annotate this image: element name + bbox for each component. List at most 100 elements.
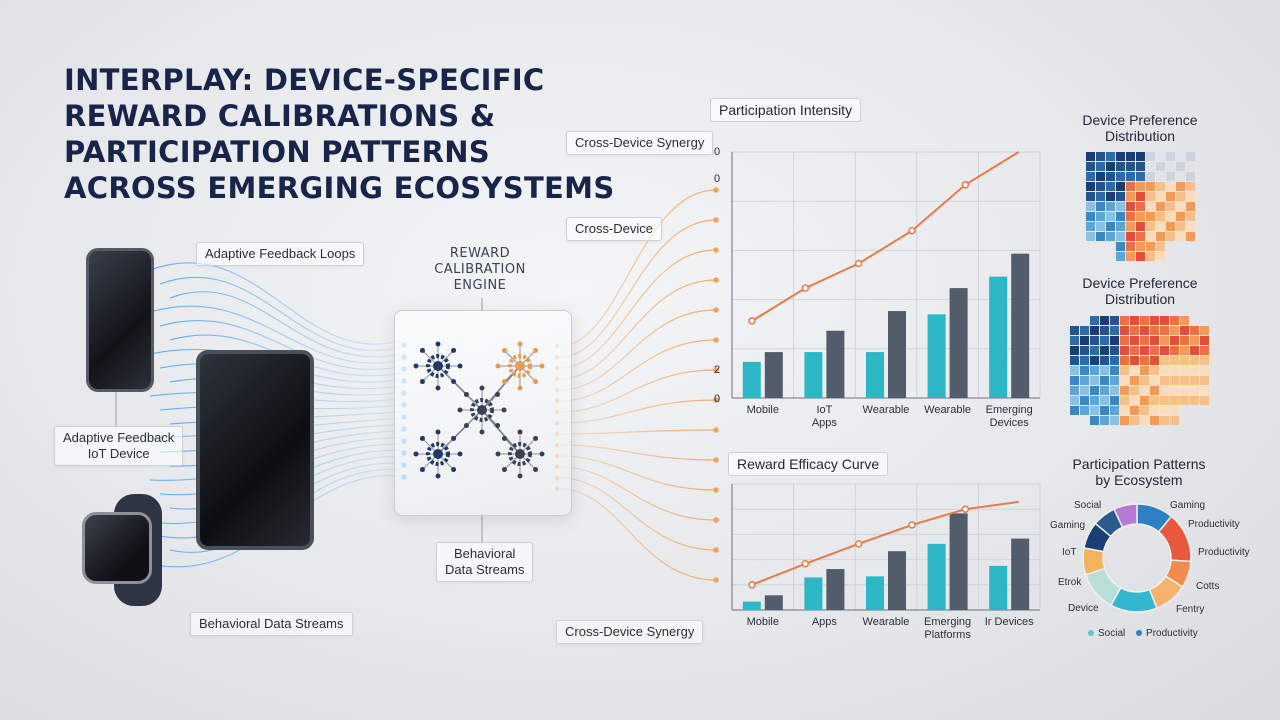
heatmap-cell	[1120, 316, 1129, 325]
heatmap-cell	[1180, 326, 1189, 335]
heatmap-cell	[1156, 202, 1165, 211]
smartphone-device	[86, 248, 154, 392]
heatmap-cell	[1200, 396, 1209, 405]
heatmap-cell	[1176, 182, 1185, 191]
heatmap-cell	[1150, 316, 1159, 325]
heatmap-cell	[1156, 232, 1165, 241]
donut-title-line: Participation Patterns	[1072, 456, 1206, 472]
bar-slate	[826, 569, 845, 610]
output-node	[713, 577, 719, 583]
heatmap-cell	[1110, 396, 1119, 405]
output-node	[713, 337, 719, 343]
donut-slice	[1094, 508, 1124, 538]
heatmap-cell	[1090, 366, 1099, 375]
trend-point	[854, 540, 863, 548]
heatmap-cell	[1186, 202, 1195, 211]
y-tick-label: 0	[714, 146, 721, 158]
heatmap-cell	[1096, 202, 1105, 211]
heatmap-cell	[1136, 182, 1145, 191]
behavioral-data-streams-mid-tag: Behavioral Data Streams	[436, 542, 534, 582]
bar-teal	[989, 565, 1008, 610]
heatmap-cell	[1110, 346, 1119, 355]
heatmap-cell	[1140, 346, 1149, 355]
trend-line	[751, 500, 1019, 586]
heatmap-cell	[1120, 386, 1129, 395]
x-tick-label-line: Wearable	[862, 404, 910, 416]
heatmap-cell	[1166, 162, 1175, 171]
heatmap-cell	[1126, 152, 1135, 161]
legend-swatch	[1088, 630, 1094, 637]
participation-intensity-title: Participation Intensity	[710, 98, 862, 122]
cross-device-synergy-top-tag: Cross-Device Synergy	[566, 131, 714, 155]
heatmap-cell	[1190, 396, 1199, 405]
heatmap-cell	[1080, 326, 1089, 335]
heatmap-cell	[1160, 416, 1169, 425]
trend-point	[801, 284, 810, 292]
output-node	[713, 487, 719, 493]
heatmap-cell	[1146, 192, 1155, 201]
heatmap-cell	[1070, 396, 1079, 405]
x-tick-label: Wearable	[908, 404, 988, 417]
y-tick-label: 2	[714, 364, 721, 376]
heatmap-cell	[1116, 192, 1125, 201]
orange-flow-line	[559, 455, 717, 491]
heatmap-cell	[1140, 406, 1149, 415]
heatmap-cell	[1150, 366, 1159, 375]
bar-slate	[826, 330, 845, 398]
heatmap-cell	[1120, 336, 1129, 345]
heatmap-cell	[1170, 356, 1179, 365]
donut-slice	[1083, 522, 1112, 553]
heatmap-cell	[1170, 366, 1179, 375]
heatmap-cell	[1150, 396, 1159, 405]
heatmap-cell	[1126, 172, 1135, 181]
heatmap-cell	[1170, 386, 1179, 395]
x-tick-label-line: Apps	[811, 417, 837, 429]
heatmap-cell	[1100, 406, 1109, 415]
donut-slice	[1113, 503, 1138, 529]
donut-slice-label: Gaming	[1050, 520, 1086, 531]
heatmap-cell	[1146, 222, 1155, 231]
heatmap-cell	[1110, 336, 1119, 345]
heatmap-cell	[1116, 252, 1125, 261]
heatmap-cell	[1186, 192, 1195, 201]
heatmap-cell	[1126, 212, 1135, 221]
trend-point	[748, 317, 756, 325]
x-tick-label-line: Platforms	[924, 629, 971, 641]
x-tick-label-line: IoT	[816, 404, 833, 416]
heatmap-cell	[1106, 182, 1115, 191]
heatmap-cell	[1096, 192, 1105, 201]
heatmap-cell	[1150, 416, 1159, 425]
heatmap-cell	[1116, 202, 1125, 211]
bar-slate	[888, 311, 906, 398]
trend-point	[854, 259, 863, 268]
heatmap-cell	[1176, 162, 1185, 171]
heatmap-cell	[1130, 346, 1139, 355]
donut-slice	[1157, 515, 1192, 563]
heatmap-cell	[1090, 376, 1099, 385]
heatmap-cell	[1200, 336, 1209, 345]
heatmap-cell	[1106, 212, 1115, 221]
heatmap-cell	[1156, 152, 1165, 161]
heatmap-cell	[1186, 222, 1195, 231]
heatmap-cell	[1080, 376, 1089, 385]
output-node	[713, 247, 719, 253]
heatmap-cell	[1126, 182, 1135, 191]
heatmap-cell	[1126, 242, 1135, 251]
smartwatch-device	[82, 512, 152, 584]
x-tick-label-line: Wearable	[924, 404, 972, 416]
heatmap-cell	[1110, 316, 1119, 325]
heatmap-cell	[1110, 326, 1119, 335]
heatmap-cell	[1130, 366, 1139, 375]
heatmap-cell	[1116, 162, 1125, 171]
bar-teal	[989, 276, 1008, 398]
heatmap-cell	[1106, 232, 1115, 241]
heatmap-cell	[1086, 172, 1095, 181]
title-line: PARTICIPATION PATTERNS	[64, 135, 490, 169]
heatmap-cell	[1130, 316, 1139, 325]
heatmap-cell	[1136, 192, 1145, 201]
donut-slice-label: Fentry	[1176, 604, 1205, 615]
heatmap-cell	[1166, 222, 1175, 231]
